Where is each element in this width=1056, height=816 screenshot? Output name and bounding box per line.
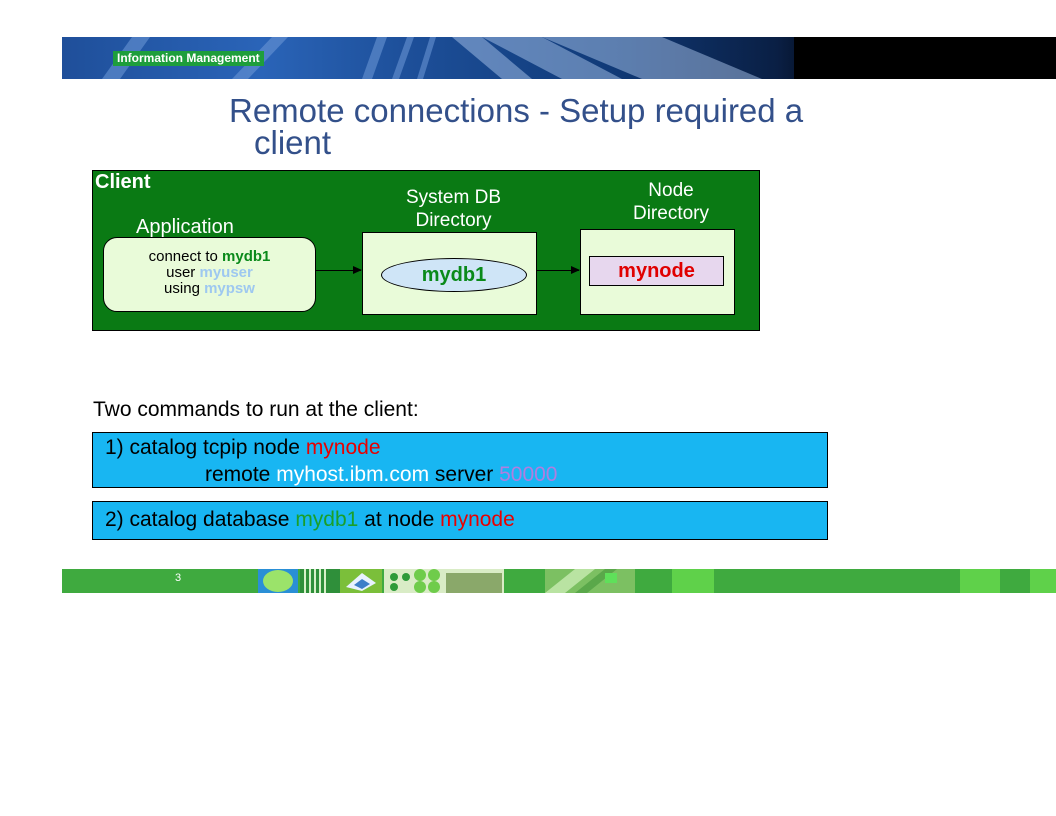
command-box-2: 2) catalog database mydb1 at node mynode (92, 501, 828, 540)
system-db-directory-label: System DB Directory (362, 186, 545, 232)
cmd1-node: mynode (305, 436, 381, 459)
cmd2-prefix: 2) catalog database (105, 508, 296, 531)
title-line-1: Remote connections - Setup required a (229, 95, 804, 129)
footer-blue-tile (258, 569, 298, 593)
command-box-1: 1) catalog tcpip node mynode remote myho… (92, 432, 828, 488)
cmd1-prefix: 1) catalog tcpip node (105, 436, 306, 459)
footer-green-block-2 (960, 569, 1000, 593)
application-box: connect to mydb1 user myuser using mypsw (103, 237, 316, 312)
node-directory-label: Node Directory (580, 179, 762, 225)
cmd2-db: mydb1 (295, 508, 359, 531)
system-db-label-line2: Directory (415, 210, 492, 231)
app-password: mypsw (204, 280, 255, 297)
system-db-label-line1: System DB (405, 187, 502, 208)
app-to-sysdb-arrow (316, 266, 362, 274)
cmd2-mid: at node (358, 508, 441, 531)
footer-diamond-tile (340, 569, 382, 593)
node-label-line2: Directory (632, 203, 709, 224)
footer-dots-tile (384, 569, 504, 593)
footer-leaf-icon (545, 569, 617, 593)
cmd1-port: 50000 (499, 463, 558, 486)
banner-black-panel (794, 37, 1056, 79)
header-banner (62, 37, 1056, 79)
app-user-name: myuser (199, 264, 253, 281)
application-label: Application (136, 216, 234, 238)
cmd1-line1: 1) catalog tcpip node mynode (105, 436, 381, 460)
node-label-line1: Node (648, 180, 694, 201)
using-prefix: using (164, 280, 205, 297)
banner-stripes-graphic (102, 37, 762, 79)
cmd1-remote-label: remote (205, 463, 277, 486)
connect-prefix: connect to (148, 248, 223, 265)
page-number: 3 (175, 572, 182, 584)
client-label: Client (95, 171, 151, 193)
footer-circle-icon (263, 570, 293, 592)
cmd1-host: myhost.ibm.com (276, 463, 430, 486)
footer-green-block-3 (1030, 569, 1056, 593)
footer-dots-icon (390, 569, 502, 593)
footer-stripes-tile (300, 569, 340, 593)
cmd1-server-label: server (429, 463, 500, 486)
commands-intro: Two commands to run at the client: (93, 398, 419, 421)
app-user-line: user myuser (104, 265, 315, 281)
cmd2-node: mynode (440, 508, 515, 531)
page-title: Remote connections - Setup required a cl… (229, 95, 1056, 159)
title-line-2: client (254, 124, 332, 159)
user-prefix: user (166, 264, 200, 281)
footer-leaf-tile (545, 569, 635, 593)
sysdb-to-node-arrow (537, 266, 580, 274)
footer-diamond-icon (346, 573, 376, 591)
app-using-line: using mypsw (104, 281, 315, 297)
footer-bars-icon (304, 569, 326, 593)
app-connect-line: connect to mydb1 (104, 249, 315, 265)
app-db-name: mydb1 (222, 248, 271, 265)
brand-label: Information Management (113, 51, 264, 66)
cmd1-line2: remote myhost.ibm.com server 50000 (205, 463, 558, 487)
footer-green-block-1 (672, 569, 714, 593)
node-entry: mynode (589, 256, 724, 286)
system-db-entry: mydb1 (381, 258, 527, 292)
cmd2-line: 2) catalog database mydb1 at node mynode (105, 508, 515, 532)
